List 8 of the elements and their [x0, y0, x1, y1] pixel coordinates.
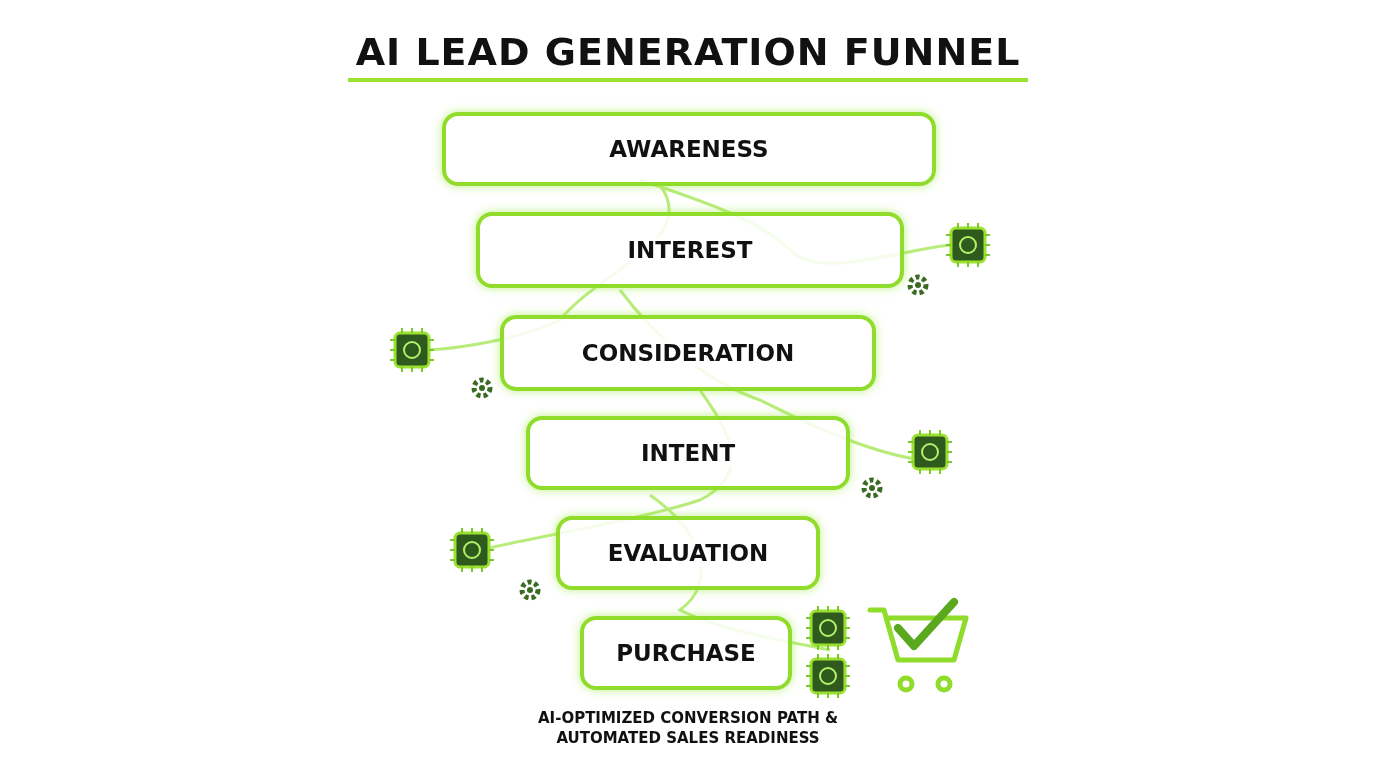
funnel-stage [580, 616, 792, 690]
diagram-title: AI LEAD GENERATION FUNNEL [348, 30, 1028, 82]
funnel-stage [476, 212, 904, 288]
funnel-stage [526, 416, 850, 490]
funnel-stage [442, 112, 936, 186]
funnel-stage [500, 315, 876, 391]
funnel-stage [556, 516, 820, 590]
caption: AI-OPTIMIZED CONVERSION PATH & AUTOMATED SALES READINESS [536, 708, 840, 748]
